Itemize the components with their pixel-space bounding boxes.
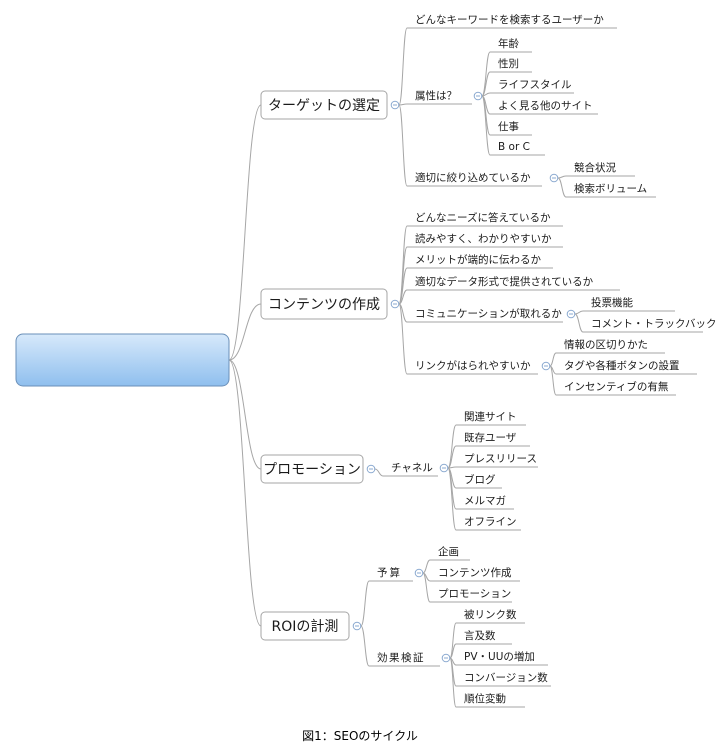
topic-node[interactable]: プロモーション bbox=[438, 588, 511, 600]
connector-line bbox=[449, 657, 457, 708]
connector-line bbox=[228, 303, 262, 361]
connector-line bbox=[422, 572, 431, 603]
connector-line bbox=[398, 267, 408, 305]
topic-node[interactable]: メリットが端的に伝わるか bbox=[415, 253, 541, 266]
connector-line bbox=[447, 445, 457, 469]
connector-line bbox=[360, 625, 370, 667]
connector-lines bbox=[228, 27, 584, 708]
topic-node[interactable]: 属性は？ bbox=[415, 89, 457, 102]
connector-line bbox=[398, 27, 408, 106]
topic-node[interactable]: タグや各種ボタンの設置 bbox=[564, 359, 680, 372]
main-branch-box[interactable] bbox=[260, 454, 364, 484]
connector-line bbox=[447, 467, 457, 531]
topic-node[interactable]: どんなニーズに答えているか bbox=[415, 211, 551, 224]
connector-line bbox=[574, 313, 584, 333]
topic-node[interactable]: B or C bbox=[498, 141, 530, 153]
connector-line bbox=[481, 95, 491, 156]
root-topic-box[interactable] bbox=[15, 333, 230, 387]
connector-line bbox=[228, 359, 262, 627]
topic-node[interactable]: ブログ bbox=[464, 473, 496, 486]
topic-node[interactable]: 言及数 bbox=[464, 629, 496, 642]
topic-node[interactable]: 被リンク数 bbox=[464, 608, 517, 621]
topic-node[interactable]: コメント・トラックバック bbox=[591, 318, 716, 330]
topic-node[interactable]: ライフスタイル bbox=[498, 79, 572, 91]
topic-node[interactable]: 予算 bbox=[377, 566, 402, 579]
topic-node[interactable]: 適切なデータ形式で提供されているか bbox=[415, 275, 594, 288]
connector-line bbox=[574, 310, 584, 315]
main-branch-label[interactable]: プロモーション bbox=[263, 462, 361, 478]
connector-line bbox=[398, 303, 408, 323]
topic-node[interactable]: 企画 bbox=[438, 545, 459, 558]
main-branch-box[interactable] bbox=[260, 90, 388, 120]
connector-line bbox=[360, 580, 370, 627]
topic-node[interactable]: 投票機能 bbox=[591, 296, 633, 309]
topic-node[interactable]: コンバージョン数 bbox=[464, 671, 548, 684]
connector-line bbox=[549, 365, 557, 396]
topic-node[interactable]: よく見る他のサイト bbox=[498, 99, 593, 112]
topic-node[interactable]: 仕事 bbox=[498, 120, 519, 133]
topic-node[interactable]: 順位変動 bbox=[464, 692, 506, 705]
connector-line bbox=[557, 177, 567, 198]
topic-node[interactable]: 年齢 bbox=[498, 37, 519, 50]
topic-node[interactable]: メルマガ bbox=[464, 495, 506, 507]
topic-node[interactable]: 適切に絞り込めているか bbox=[415, 171, 531, 184]
topic-node[interactable]: 読みやすく、わかりやすいか bbox=[415, 232, 552, 245]
topic-node[interactable]: オフライン bbox=[464, 516, 517, 528]
main-branch-label[interactable]: コンテンツの作成 bbox=[268, 297, 380, 313]
main-branch-label[interactable]: ROIの計測 bbox=[272, 619, 339, 635]
connector-line bbox=[398, 225, 408, 305]
main-branch-label[interactable]: ターゲットの選定 bbox=[268, 98, 380, 114]
topic-node[interactable]: コミュニケーションが取れるか bbox=[415, 307, 562, 320]
topic-node[interactable]: 検索ボリューム bbox=[574, 182, 647, 195]
figure-caption: 図1：SEOのサイクル bbox=[302, 729, 418, 743]
connector-line bbox=[549, 352, 557, 367]
topic-node[interactable]: PV・UUの増加 bbox=[464, 650, 535, 663]
connector-line bbox=[228, 359, 262, 470]
topic-node[interactable]: 効果検証 bbox=[377, 651, 425, 664]
connector-line bbox=[449, 643, 457, 659]
connector-line bbox=[557, 175, 567, 179]
connector-line bbox=[398, 103, 408, 106]
topic-node[interactable]: 既存ユーザ bbox=[464, 431, 517, 444]
topic-node[interactable]: プレスリリース bbox=[464, 453, 537, 465]
main-branch-box[interactable] bbox=[260, 288, 388, 320]
connector-line bbox=[481, 71, 491, 97]
connector-line bbox=[228, 104, 262, 361]
topic-node[interactable]: 情報の区切りかた bbox=[564, 338, 648, 351]
connector-line bbox=[398, 289, 408, 305]
topic-node[interactable]: リンクがはられやすいか bbox=[415, 359, 531, 372]
topic-node[interactable]: 性別 bbox=[498, 57, 519, 70]
topic-node[interactable]: コンテンツ作成 bbox=[438, 567, 512, 579]
connector-line bbox=[398, 104, 408, 187]
connector-line bbox=[422, 559, 431, 574]
topic-node[interactable]: インセンティブの有無 bbox=[564, 380, 669, 393]
main-branch-box[interactable] bbox=[260, 611, 350, 641]
connector-line bbox=[398, 303, 408, 375]
topic-node[interactable]: チャネル bbox=[391, 462, 433, 474]
topic-node[interactable]: 競合状況 bbox=[574, 161, 616, 174]
connector-line bbox=[374, 468, 384, 477]
topic-node[interactable]: 関連サイト bbox=[464, 410, 517, 423]
topic-node[interactable]: どんなキーワードを検索するユーザーか bbox=[415, 13, 604, 26]
